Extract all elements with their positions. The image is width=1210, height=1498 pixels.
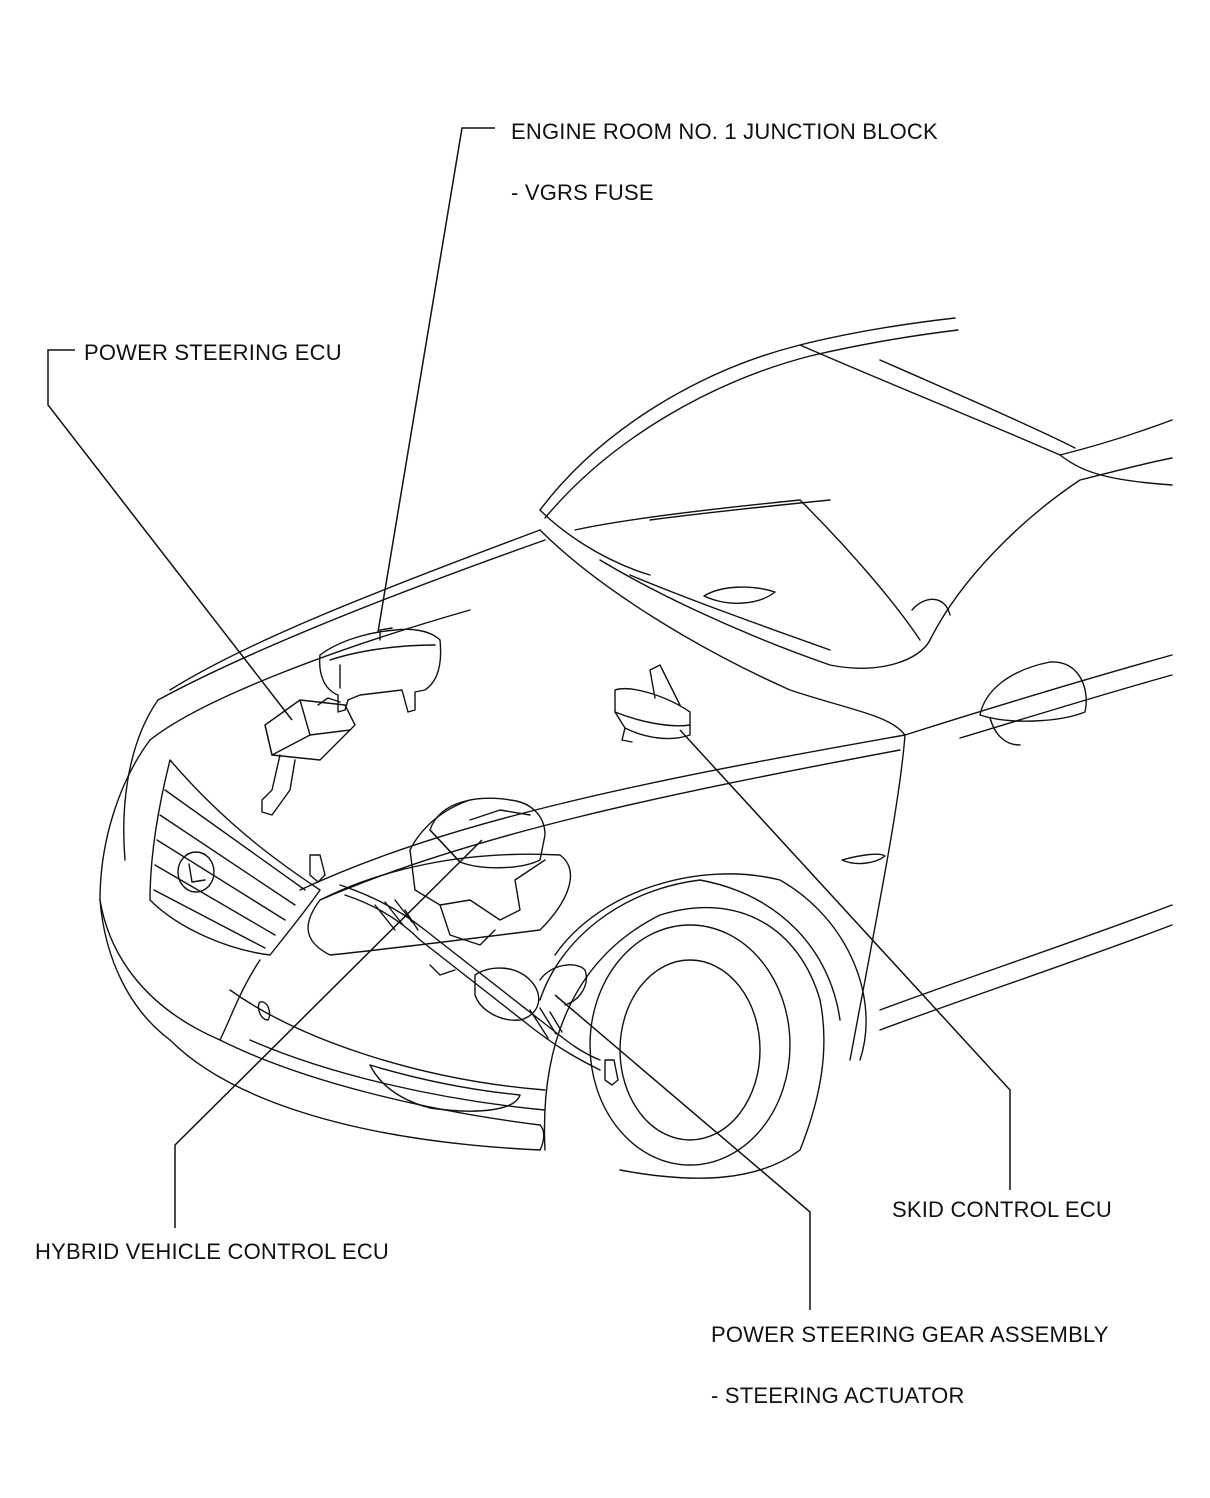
callout-steering-gear-assembly: POWER STEERING GEAR ASSEMBLY - STEERING … bbox=[711, 1322, 1109, 1409]
junction-block-label: ENGINE ROOM NO. 1 JUNCTION BLOCK bbox=[511, 119, 938, 144]
callout-junction-block: ENGINE ROOM NO. 1 JUNCTION BLOCK - VGRS … bbox=[511, 119, 938, 206]
power-steering-ecu-part bbox=[262, 698, 355, 815]
front-wheel bbox=[540, 874, 866, 1178]
hybrid-vehicle-control-ecu-label: HYBRID VEHICLE CONTROL ECU bbox=[35, 1239, 389, 1264]
junction-block-part bbox=[320, 628, 441, 712]
skid-control-ecu-part bbox=[615, 665, 690, 742]
leader-steering-gear bbox=[555, 995, 810, 1310]
steering-gear-part bbox=[310, 855, 618, 1085]
vgrs-fuse-label: - VGRS FUSE bbox=[511, 180, 654, 205]
leader-skid-control-ecu bbox=[680, 730, 1010, 1190]
skid-control-ecu-label: SKID CONTROL ECU bbox=[892, 1197, 1112, 1222]
steering-actuator-label: - STEERING ACTUATOR bbox=[711, 1383, 965, 1408]
callout-power-steering-ecu: POWER STEERING ECU bbox=[84, 340, 342, 366]
leader-lines bbox=[48, 128, 1010, 1310]
leader-hybrid-ecu bbox=[175, 840, 482, 1228]
leader-power-steering-ecu bbox=[48, 350, 292, 720]
car-body bbox=[100, 318, 1172, 1150]
leader-junction-block bbox=[378, 128, 495, 632]
callout-skid-control-ecu: SKID CONTROL ECU bbox=[892, 1197, 1112, 1223]
hybrid-ecu-part bbox=[410, 798, 545, 945]
steering-gear-assembly-label: POWER STEERING GEAR ASSEMBLY bbox=[711, 1322, 1109, 1347]
callout-hybrid-vehicle-control-ecu: HYBRID VEHICLE CONTROL ECU bbox=[35, 1239, 389, 1265]
power-steering-ecu-label: POWER STEERING ECU bbox=[84, 340, 342, 365]
